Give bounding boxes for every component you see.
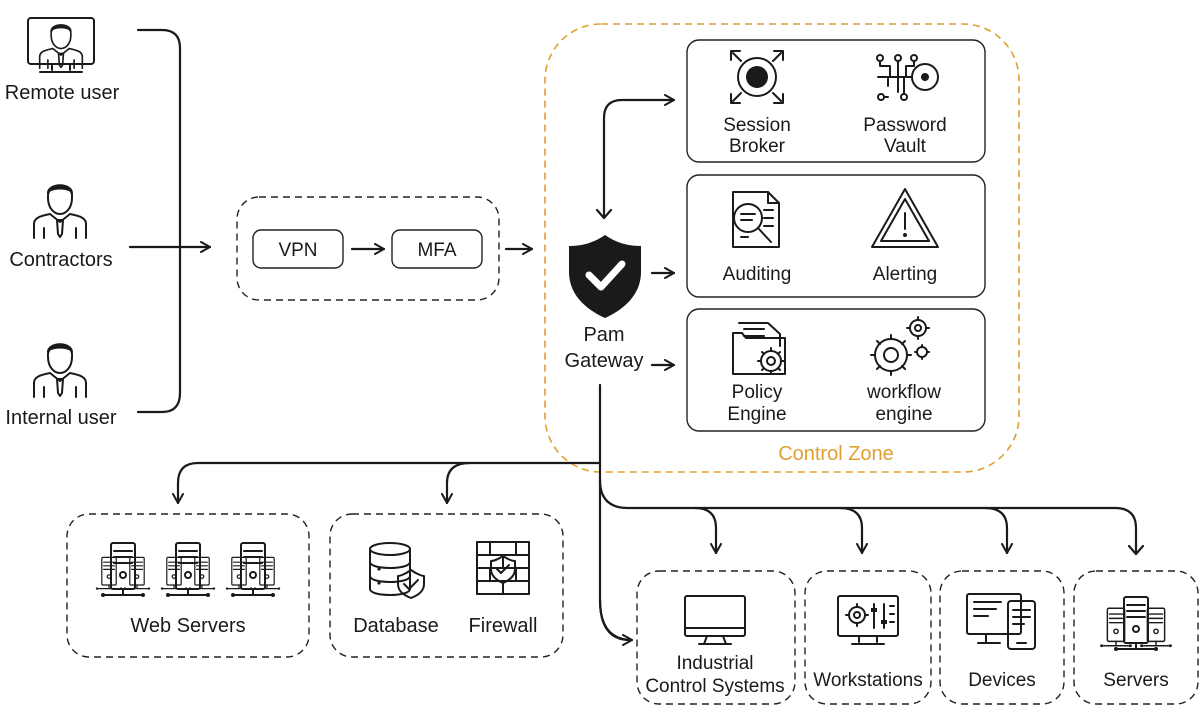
password-vault-item: Password Vault [863,54,947,157]
to-workstations-arrow [693,506,722,555]
devices-icon [966,593,1036,650]
vpn-node: VPN [252,229,344,269]
policy-engine-item: Policy Engine [727,322,787,425]
contractor-icon [33,183,87,239]
workstations-item: Workstations [813,595,923,691]
alerting-label: Alerting [873,264,937,285]
ics-group [636,570,796,705]
gateway-to-broker-connector [602,94,676,218]
pam-gateway-node: Pam Gateway [565,235,644,372]
server-icon [160,542,216,598]
mfa-label: MFA [417,240,456,261]
database-label: Database [353,615,439,637]
to-servers-arrow [983,506,1013,555]
servers-label: Servers [1103,670,1168,691]
remote-user-icon [27,17,95,73]
alerting-item: Alerting [871,188,939,285]
auditing-item: Auditing [723,191,792,285]
policy-workflow-panel [686,308,986,432]
users-bracket [136,28,182,414]
remote-user-label: Remote user [5,82,120,104]
workflow-engine-label-2: engine [875,404,932,425]
database-item: Database [353,542,439,637]
firewall-brick-icon [476,541,530,595]
workstations-group [804,570,932,705]
mfa-node: MFA [391,229,483,269]
ics-label-2: Control Systems [645,676,784,697]
ics-arrow [598,598,634,646]
contractors-node: Contractors [9,183,113,271]
to-devices-arrow [838,506,868,555]
audit-alert-panel [686,174,986,298]
db-firewall-group [329,513,564,658]
gateway-trunk [598,383,632,642]
password-vault-label-1: Password [863,115,946,136]
session-broker-label-1: Session [723,115,791,136]
firewall-label: Firewall [469,615,538,637]
session-broker-label-2: Broker [729,136,786,157]
vpn-label: VPN [278,240,317,261]
servers-group [1073,570,1199,705]
gateway-label-line1: Pam [583,324,624,346]
gears-icon [870,316,930,376]
servers-item: Servers [1099,596,1173,691]
database-shield-icon [369,542,425,599]
warning-icon [871,188,939,248]
shield-check-icon [569,235,641,318]
key-icon [876,54,939,101]
to-web-servers-arrow [172,461,602,505]
server-icon [1099,596,1173,652]
server-icon [95,542,151,598]
ics-item: Industrial Control Systems [645,595,785,697]
server-icon [225,542,281,598]
ics-label-1: Industrial [676,653,753,674]
access-layer-group [236,196,500,301]
workflow-engine-item: workflow engine [866,316,941,425]
devices-label: Devices [968,670,1036,691]
gateway-to-broker-arrowhead [595,208,613,220]
settings-monitor-icon [837,595,899,645]
web-servers-group [66,513,310,658]
session-broker-icon [730,50,784,104]
to-database-arrow [441,461,472,505]
web-servers-icons [95,542,281,598]
auditing-label: Auditing [723,264,792,285]
internal-user-node: Internal user [5,342,117,429]
gateway-label-line2: Gateway [565,350,644,372]
internal-user-icon [33,342,87,398]
firewall-item: Firewall [469,541,538,637]
right-branch-line [598,478,1138,554]
devices-group [939,570,1065,705]
internal-user-label: Internal user [5,407,117,429]
control-zone-label: Control Zone [778,443,894,465]
contractors-label: Contractors [9,249,112,271]
control-zone-boundary [544,23,1020,473]
to-last-servers-arrowhead [1127,544,1145,556]
web-servers-label: Web Servers [130,615,245,637]
workflow-engine-label-1: workflow [866,382,941,403]
document-search-icon [732,191,780,248]
workstations-label: Workstations [813,670,922,691]
password-vault-label-2: Vault [884,136,927,157]
devices-item: Devices [966,593,1036,691]
policy-folder-gear-icon [732,322,786,375]
remote-user-node: Remote user [5,17,120,104]
monitor-icon [684,595,746,645]
policy-engine-label-2: Engine [727,404,786,425]
policy-engine-label-1: Policy [732,382,783,403]
session-broker-item: Session Broker [723,50,791,157]
